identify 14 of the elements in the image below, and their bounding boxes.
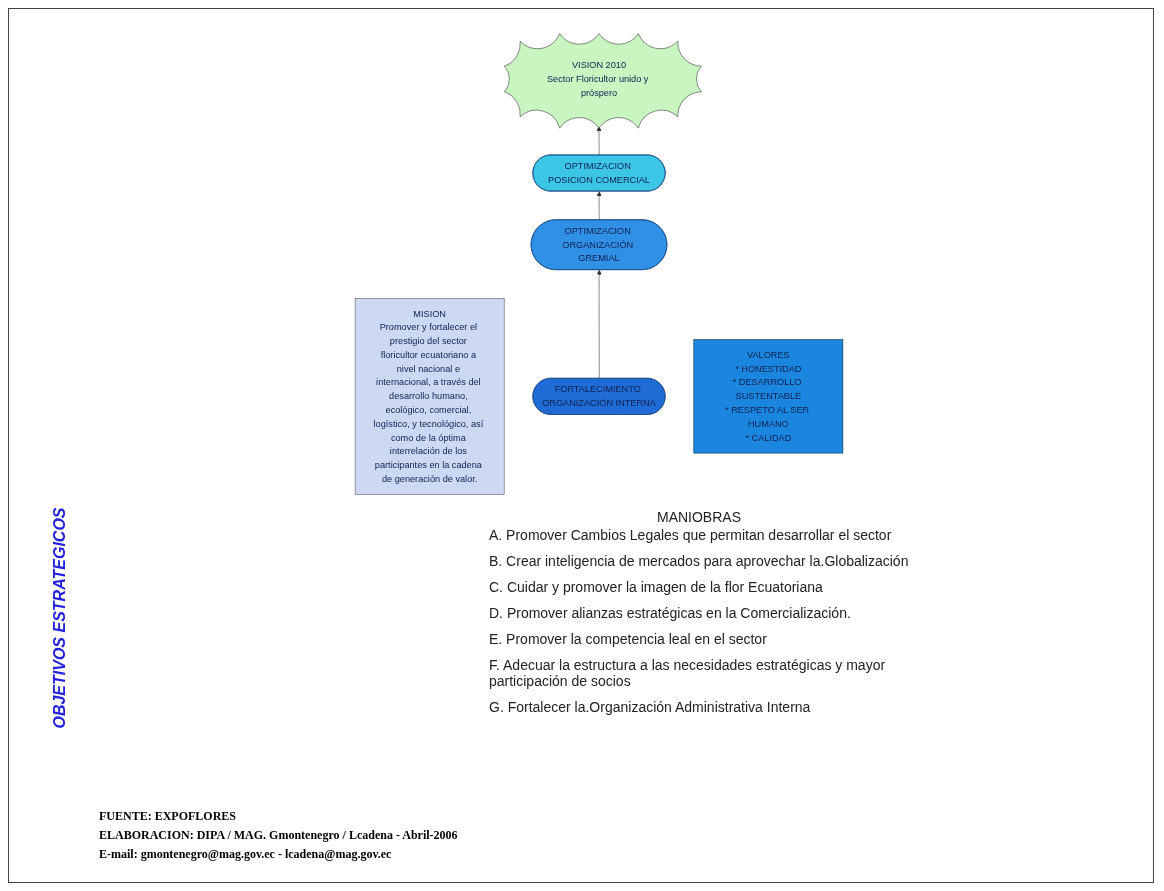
list-item: D. Promover alianzas estratégicas en la Comercialización.: [489, 605, 852, 621]
node-box: VALORES * HONESTIDAD * DESARROLLO SUSTENTABLE * RESPETO AL SER HUMANO * CALIDAD: [693, 339, 844, 454]
source-note: ELABORACION: DIPA / MAG. Gmontenegro / Lcadena - Abril-2006: [99, 828, 458, 843]
source-note: FUENTE: EXPOFLORES: [99, 809, 237, 824]
node-box: MISION Promover y fortalecer el prestigio del sector floricultor ecuatoriano a nivel nacional e internacional, a través del desarrollo humano, ecológico, comercial, logístico, y tecnológico, así como de la óptima interrelación de los participantes en la cadena de generación de valor.: [354, 298, 505, 495]
axis-label: OBJETIVOS ESTRATEGICOS: [50, 507, 69, 729]
list-item: G. Fortalecer la.Organización Administrativa Interna: [489, 699, 812, 715]
list-item: B. Crear inteligencia de mercados para aprovechar la.Globalización: [489, 553, 909, 569]
list-item: F. Adecuar la estructura a las necesidades estratégicas y mayor participación de socios: [489, 657, 887, 689]
list-item: C. Cuidar y promover la imagen de la flor Ecuatoriana: [489, 579, 824, 595]
list-item: E. Promover la competencia leal en el sector: [489, 631, 768, 647]
section-heading: MANIOBRAS: [656, 509, 742, 525]
list-item: A. Promover Cambios Legales que permitan desarrollar el sector: [489, 527, 893, 543]
source-note: E-mail: gmontenegro@mag.gov.ec - lcadena@mag.gov.ec: [99, 847, 393, 862]
